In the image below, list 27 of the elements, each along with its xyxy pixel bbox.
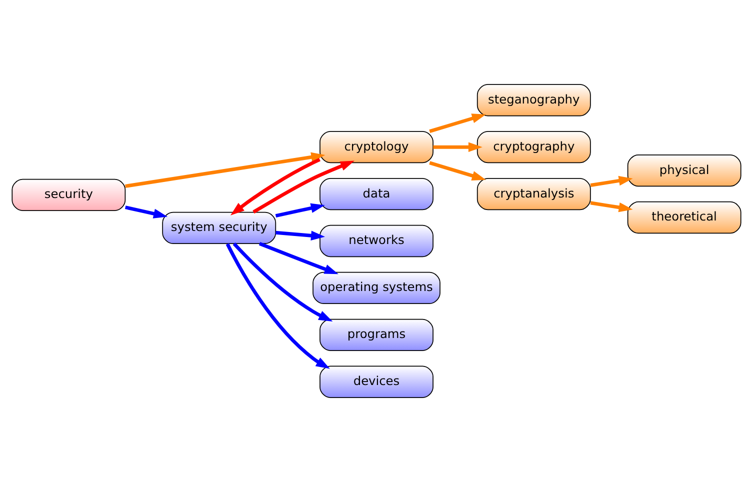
node-box: physical xyxy=(627,154,742,187)
node-box: cryptography xyxy=(476,131,591,164)
node-box: cryptanalysis xyxy=(476,178,591,210)
node-box: networks xyxy=(320,224,434,258)
arrow xyxy=(252,160,354,214)
arrow xyxy=(590,201,633,212)
arrow xyxy=(124,206,168,218)
arrow xyxy=(429,161,486,180)
node-box: security xyxy=(12,178,126,211)
node-box: steganography xyxy=(476,84,591,116)
arrow xyxy=(125,152,326,188)
arrow xyxy=(276,230,325,240)
node-box: operating systems xyxy=(312,272,440,304)
arrow xyxy=(275,203,325,218)
arrow xyxy=(226,243,330,369)
node-box: cryptology xyxy=(320,131,434,164)
arrow xyxy=(429,114,486,133)
arrow xyxy=(232,242,333,322)
node-box: theoretical xyxy=(627,201,742,234)
node-box: data xyxy=(320,178,434,210)
node-box: system security xyxy=(162,212,276,244)
node-box: programs xyxy=(320,318,434,351)
arrow xyxy=(590,176,633,187)
arrow xyxy=(230,158,320,216)
arrow xyxy=(433,142,482,152)
arrow xyxy=(258,242,338,274)
node-box: devices xyxy=(320,366,434,398)
